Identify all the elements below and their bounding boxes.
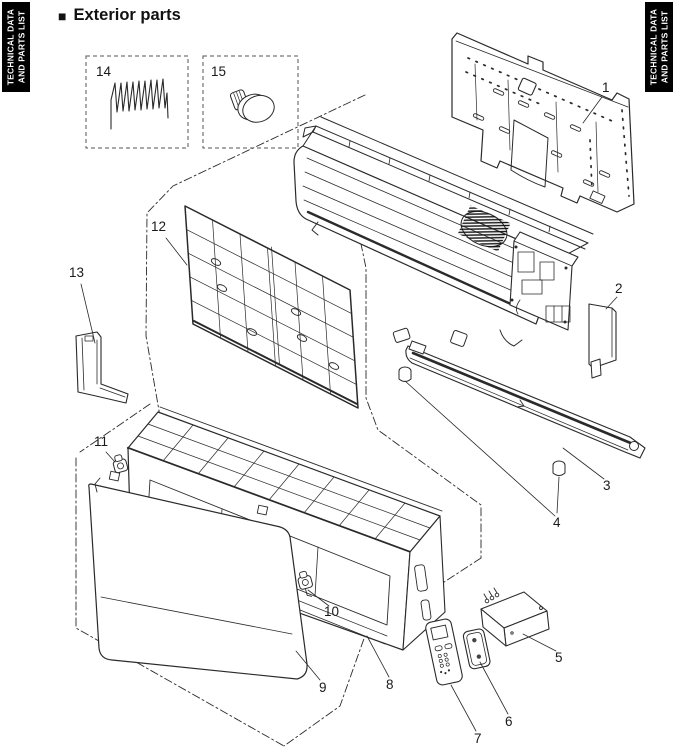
callout-label-7: 7	[474, 731, 482, 746]
remote-holder-part-6	[462, 628, 491, 670]
chassis-assembly	[293, 116, 594, 347]
callout-label-6: 6	[505, 714, 513, 729]
callout-label-14: 14	[96, 64, 112, 79]
air-filter-part-12	[184, 205, 359, 409]
right-sidebar-banner: TECHNICAL DATA AND PARTS LIST	[645, 2, 673, 92]
callout-label-1: 1	[602, 80, 610, 95]
cap-part-4-b	[552, 460, 566, 476]
callout-label-9: 9	[319, 680, 327, 695]
mounting-bracket-part-5	[480, 587, 550, 647]
callout-label-11: 11	[94, 434, 109, 449]
callout-label-12: 12	[151, 219, 167, 234]
left-sidebar-banner: TECHNICAL DATA AND PARTS LIST	[2, 2, 30, 92]
callout-label-13: 13	[69, 265, 85, 280]
inset-boxes	[85, 55, 299, 149]
callout-leader-lines	[80, 96, 618, 732]
callout-label-15: 15	[211, 64, 227, 79]
remote-control-part-7	[425, 618, 463, 686]
coil-spring-part-14	[110, 78, 169, 130]
clip-part-11	[112, 454, 129, 474]
clip-part-10	[297, 570, 313, 597]
callout-label-8: 8	[386, 677, 394, 692]
section-title-text: Exterior parts	[73, 6, 181, 24]
callout-label-3: 3	[603, 478, 611, 493]
air-deflector-part-3	[405, 340, 646, 459]
callout-label-5: 5	[555, 650, 563, 665]
callout-label-10: 10	[324, 604, 340, 619]
cap-part-4-a	[398, 366, 412, 382]
cap-part-15	[229, 89, 275, 123]
callout-label-2: 2	[615, 281, 623, 296]
callout-label-4: 4	[553, 515, 561, 530]
terminal-cover-part-2	[588, 303, 617, 379]
section-bullet-icon: ■	[58, 7, 67, 24]
section-title: ■ Exterior parts	[58, 6, 181, 25]
support-bracket-part-13	[75, 331, 129, 404]
mounting-plate-part-1	[451, 32, 635, 213]
